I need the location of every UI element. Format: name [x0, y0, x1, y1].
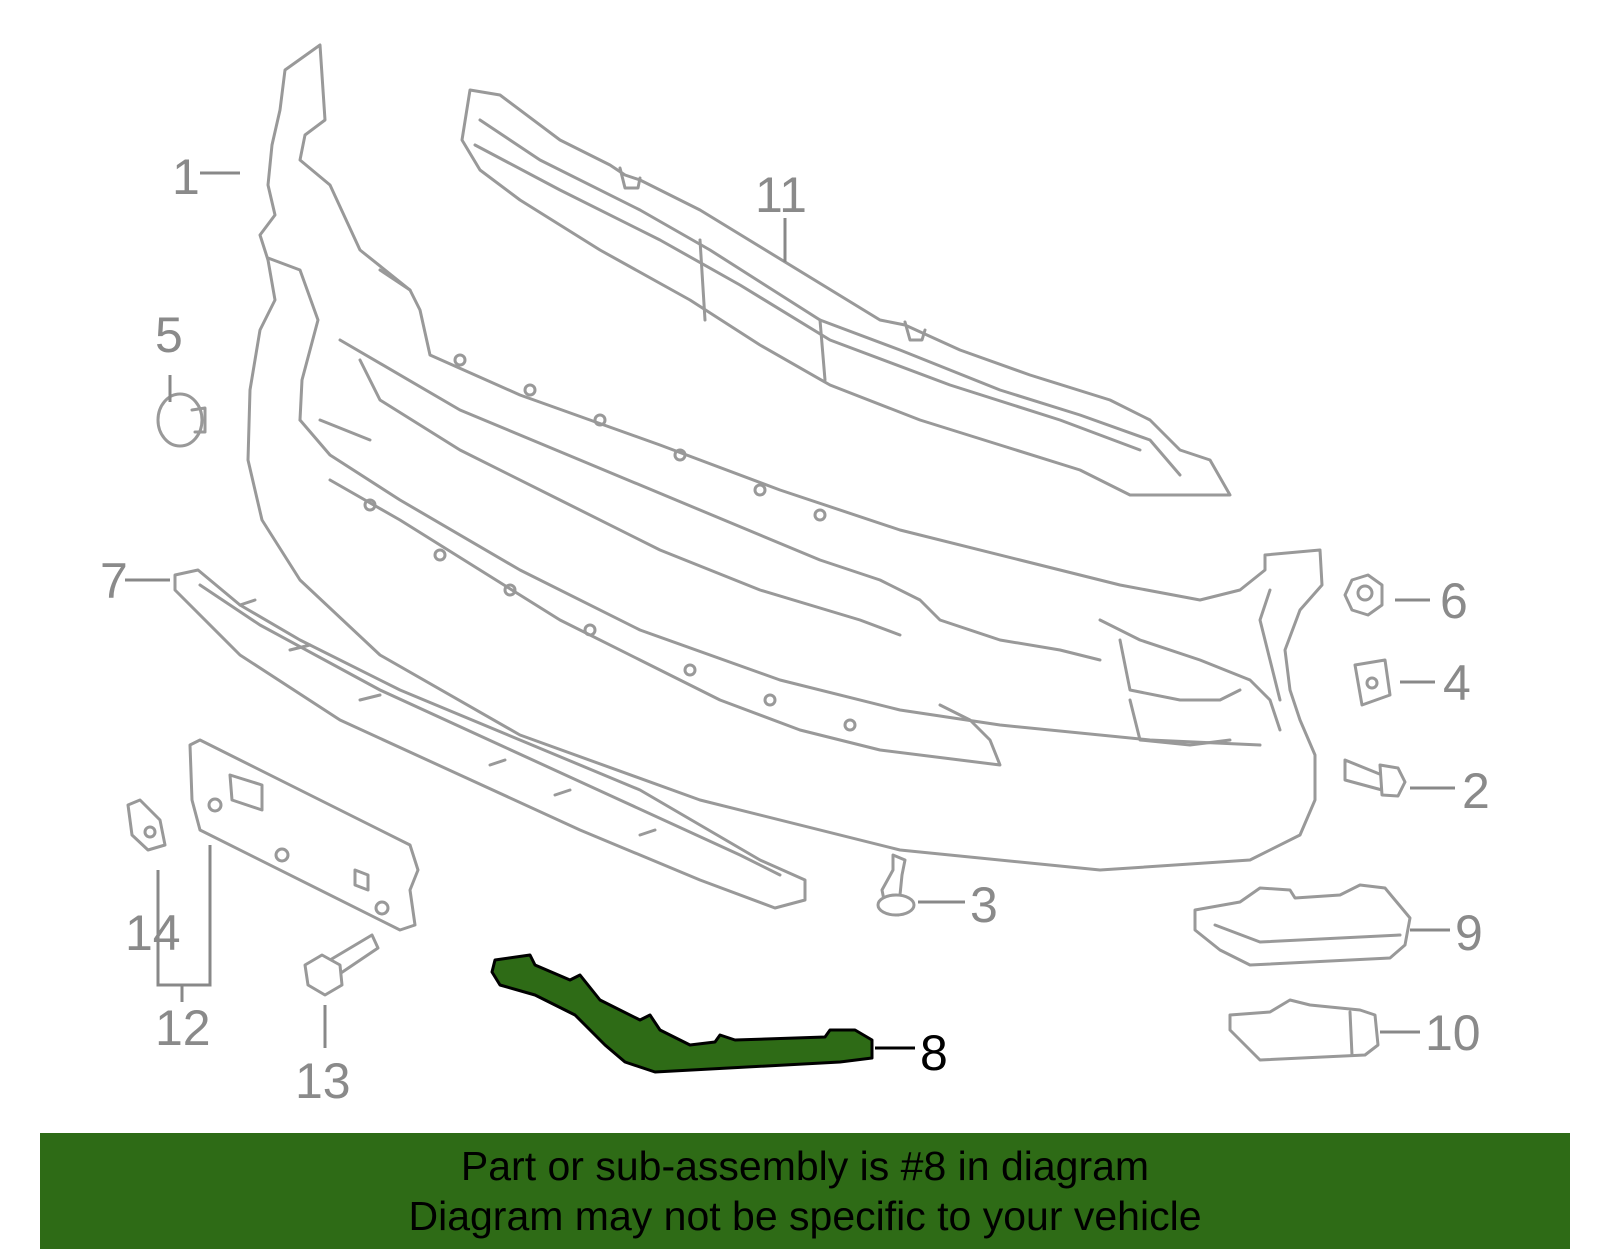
callout-12: 12: [155, 1000, 211, 1056]
part-5-pushpin: [156, 392, 207, 448]
part-6-nut: [1343, 573, 1384, 617]
part-1-bumper-cover: [246, 43, 1324, 872]
banner-line-2: Diagram may not be specific to your vehi…: [408, 1193, 1202, 1239]
part-13-bolt: [303, 933, 380, 997]
part-3-pushpin: [876, 853, 916, 917]
info-banner: Part or sub-assembly is #8 in diagram Di…: [40, 1133, 1570, 1249]
part-7-lower-molding: [173, 568, 807, 910]
part-4-clip: [1353, 658, 1392, 707]
part-9-lamp-bezel: [1193, 883, 1412, 967]
banner-line-1: Part or sub-assembly is #8 in diagram: [460, 1143, 1150, 1189]
callout-13: 13: [295, 1053, 351, 1109]
callout-4: 4: [1443, 655, 1471, 711]
callout-6: 6: [1440, 573, 1468, 629]
part-8-highlighted-bracket: [490, 953, 874, 1074]
callout-1: 1: [172, 149, 200, 205]
callout-leaders: [125, 171, 1455, 1050]
callout-8: 8: [920, 1025, 948, 1081]
callout-3: 3: [970, 877, 998, 933]
callout-14: 14: [125, 905, 181, 961]
callout-5: 5: [155, 307, 183, 363]
part-11-upper-grille: [460, 88, 1232, 497]
callout-2: 2: [1462, 763, 1490, 819]
part-14-clip: [126, 798, 167, 852]
callout-11: 11: [755, 167, 807, 223]
callout-7: 7: [100, 553, 128, 609]
callout-9: 9: [1455, 905, 1483, 961]
callout-10: 10: [1425, 1005, 1481, 1061]
part-2-bolt: [1343, 758, 1407, 798]
part-12-license-bracket: [188, 738, 420, 932]
part-10-reflector: [1228, 998, 1380, 1062]
